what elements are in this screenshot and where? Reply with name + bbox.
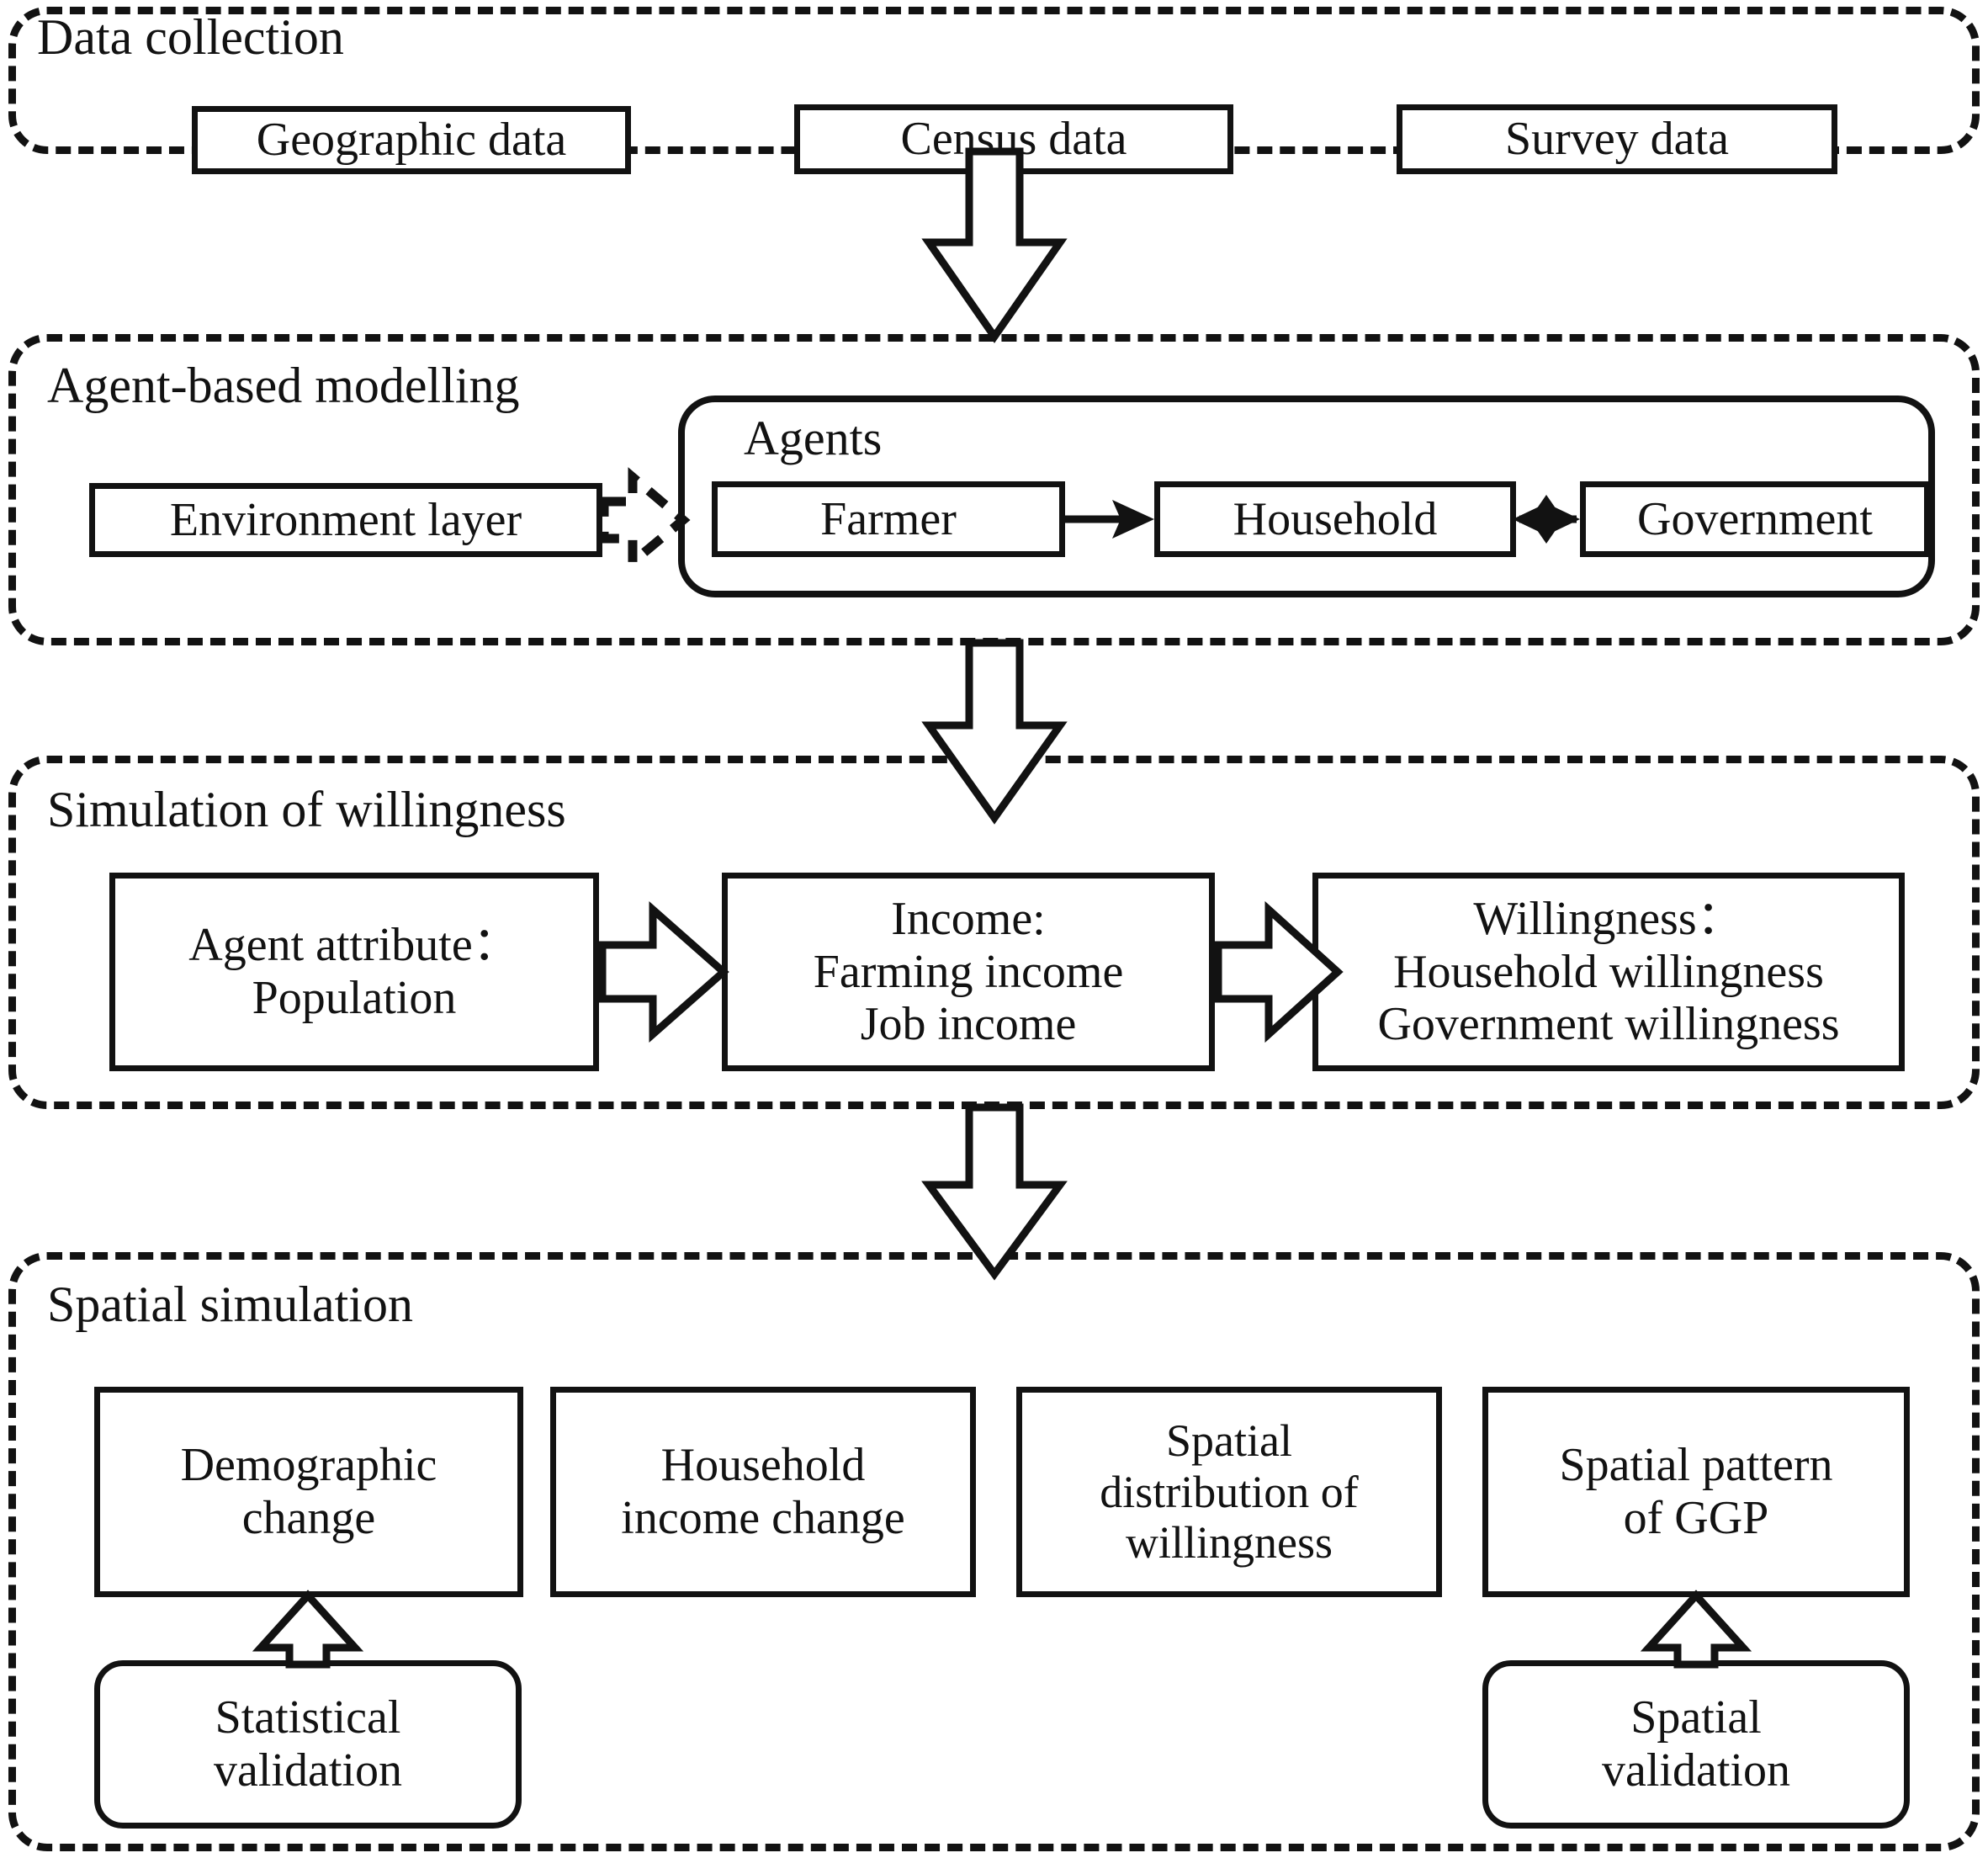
- node-income[interactable]: Income: Farming income Job income: [722, 873, 1215, 1071]
- section-title-spatial-simulation: Spatial simulation: [47, 1277, 413, 1332]
- node-spatial-distribution-of-willingness[interactable]: Spatial distribution of willingness: [1016, 1387, 1442, 1597]
- node-agent-attribute[interactable]: Agent attribute： Population: [109, 873, 599, 1071]
- node-label-line: Spatial: [1630, 1691, 1762, 1744]
- node-label: Survey data: [1505, 113, 1729, 166]
- node-label-line: Government willingness: [1377, 998, 1840, 1051]
- node-environment-layer[interactable]: Environment layer: [89, 483, 602, 557]
- node-label: Geographic data: [256, 114, 567, 167]
- node-geographic-data[interactable]: Geographic data: [192, 106, 631, 174]
- node-household-income-change[interactable]: Household income change: [550, 1387, 976, 1597]
- node-label-line: change: [241, 1492, 376, 1544]
- node-label-line: Statistical: [215, 1691, 401, 1744]
- node-label-line: distribution of: [1100, 1466, 1359, 1517]
- node-census-data[interactable]: Census data: [794, 104, 1233, 174]
- node-label-line: income change: [621, 1492, 905, 1544]
- node-label: Census data: [900, 113, 1127, 166]
- node-label: Household income change: [621, 1439, 904, 1544]
- node-label: Government: [1637, 492, 1873, 545]
- node-label-line: validation: [1602, 1744, 1790, 1797]
- node-label: Spatial distribution of willingness: [1100, 1415, 1359, 1568]
- node-household[interactable]: Household: [1154, 481, 1516, 557]
- node-label-line: willingness: [1125, 1517, 1333, 1569]
- node-label: Agent attribute： Population: [188, 919, 519, 1024]
- node-label-line: validation: [214, 1744, 402, 1797]
- node-label-line: of GGP: [1623, 1492, 1769, 1544]
- node-government[interactable]: Government: [1580, 481, 1930, 557]
- node-survey-data[interactable]: Survey data: [1397, 104, 1837, 174]
- section-title-simulation-of-willingness: Simulation of willingness: [47, 782, 566, 837]
- node-willingness[interactable]: Willingness： Household willingness Gover…: [1312, 873, 1905, 1071]
- node-label: Spatial pattern of GGP: [1559, 1439, 1832, 1544]
- node-label-line: Spatial pattern: [1559, 1439, 1833, 1492]
- group-label-agents: Agents: [744, 411, 883, 465]
- node-farmer[interactable]: Farmer: [712, 481, 1065, 557]
- node-label: Statistical validation: [214, 1691, 402, 1797]
- node-label-line: Job income: [860, 998, 1077, 1051]
- node-label-line: Demographic: [180, 1439, 437, 1492]
- node-label: Farmer: [820, 492, 957, 545]
- node-label: Demographic change: [181, 1439, 437, 1544]
- node-label-line: Agent attribute：: [188, 919, 520, 972]
- node-label: Willingness： Household willingness Gover…: [1377, 893, 1839, 1051]
- node-statistical-validation[interactable]: Statistical validation: [94, 1660, 522, 1829]
- node-label-line: Household: [660, 1439, 866, 1492]
- node-demographic-change[interactable]: Demographic change: [94, 1387, 523, 1597]
- node-label: Income: Farming income Job income: [814, 893, 1124, 1051]
- section-title-data-collection: Data collection: [37, 9, 344, 65]
- node-label: Spatial validation: [1602, 1691, 1790, 1797]
- node-label-line: Spatial: [1166, 1415, 1292, 1467]
- node-label-line: Willingness：: [1473, 892, 1744, 945]
- node-label: Household: [1233, 492, 1438, 545]
- node-label-line: Population: [252, 972, 457, 1024]
- node-spatial-pattern-of-ggp[interactable]: Spatial pattern of GGP: [1482, 1387, 1910, 1597]
- node-label: Environment layer: [169, 493, 522, 546]
- arrow-willingness-to-spatial-icon: [921, 1103, 1068, 1281]
- arrow-data-to-model-icon: [921, 147, 1068, 343]
- node-spatial-validation[interactable]: Spatial validation: [1482, 1660, 1910, 1829]
- node-label-line: Household willingness: [1393, 945, 1824, 998]
- section-title-agent-based-modelling: Agent-based modelling: [47, 358, 520, 413]
- node-label-line: Farming income: [813, 945, 1124, 998]
- node-label-line: Income:: [891, 892, 1046, 945]
